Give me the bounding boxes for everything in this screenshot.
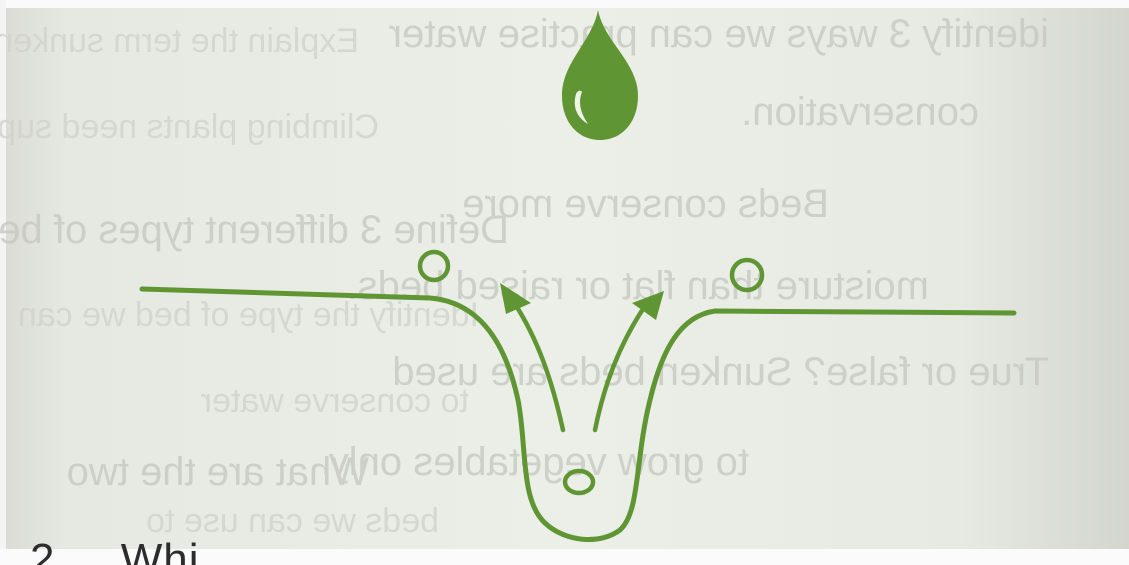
- arrow-up-right-icon: [595, 291, 664, 430]
- arrow-up-left-icon: [500, 283, 563, 430]
- trench-circle: [565, 471, 593, 493]
- question-text: Whi: [121, 535, 200, 565]
- question-number: 2.: [30, 535, 69, 565]
- ground-and-trench-outline: [142, 289, 1014, 540]
- question-fragment: 2. Whi: [30, 538, 199, 565]
- ground-circle-left: [420, 252, 448, 280]
- ground-circle-right: [732, 260, 762, 290]
- water-drop-icon: [562, 10, 638, 140]
